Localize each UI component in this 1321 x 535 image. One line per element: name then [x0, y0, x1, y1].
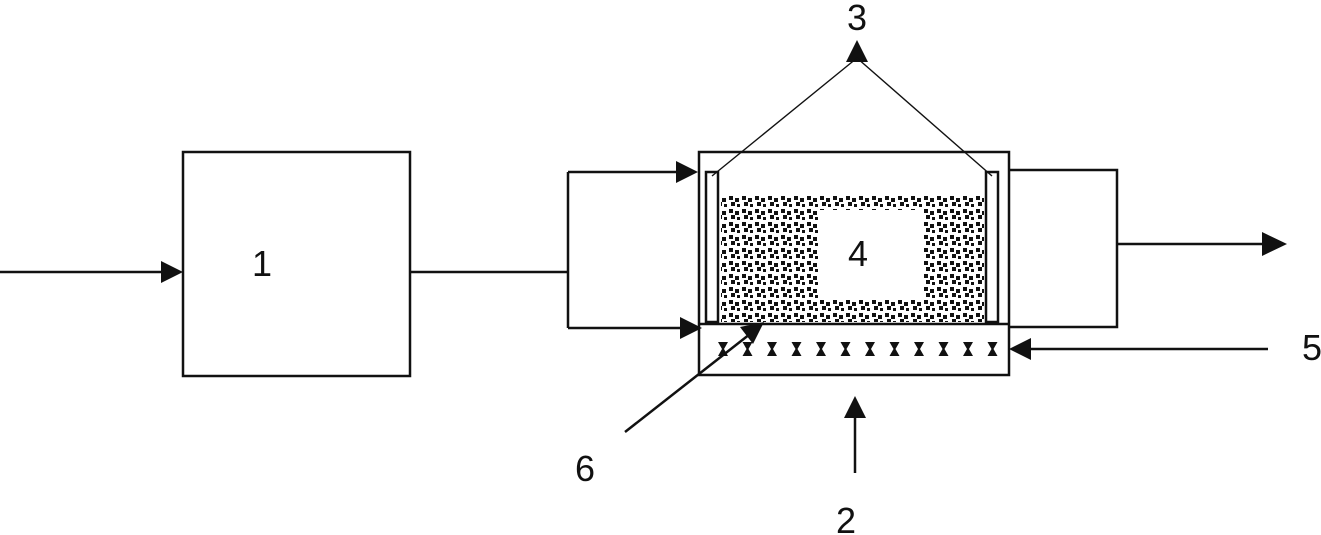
bottom-markers: [718, 342, 998, 356]
connecting-pipe: [410, 161, 702, 339]
right-plate: [984, 170, 1000, 324]
inlet-arrow: [0, 261, 183, 283]
label-3: 3: [847, 0, 867, 38]
bottom-marker: [816, 342, 826, 356]
bottom-marker: [914, 342, 924, 356]
bottom-marker: [865, 342, 875, 356]
bottom-marker: [963, 342, 973, 356]
bottom-marker: [791, 342, 802, 356]
left-plate: [704, 170, 720, 324]
bottom-marker: [987, 342, 998, 356]
bottom-marker: [840, 342, 851, 356]
label-4: 4: [848, 233, 868, 274]
arrow-2: [844, 396, 866, 473]
unit-1-box: [181, 150, 412, 378]
label-2: 2: [836, 500, 856, 535]
outlet-pipe: [1009, 168, 1287, 329]
arrow-6: [624, 322, 764, 433]
bottom-marker: [938, 342, 949, 356]
label-5: 5: [1302, 327, 1321, 368]
bed-clear-zone: [818, 210, 922, 298]
bottom-marker: [742, 342, 753, 356]
label-1: 1: [252, 243, 272, 284]
arrow-5: [1009, 338, 1268, 360]
reactor-vessel: [697, 150, 1011, 377]
bottom-marker: [889, 342, 900, 356]
bottom-marker: [767, 342, 777, 356]
label-3-leader: [711, 40, 993, 177]
label-6: 6: [575, 448, 595, 489]
